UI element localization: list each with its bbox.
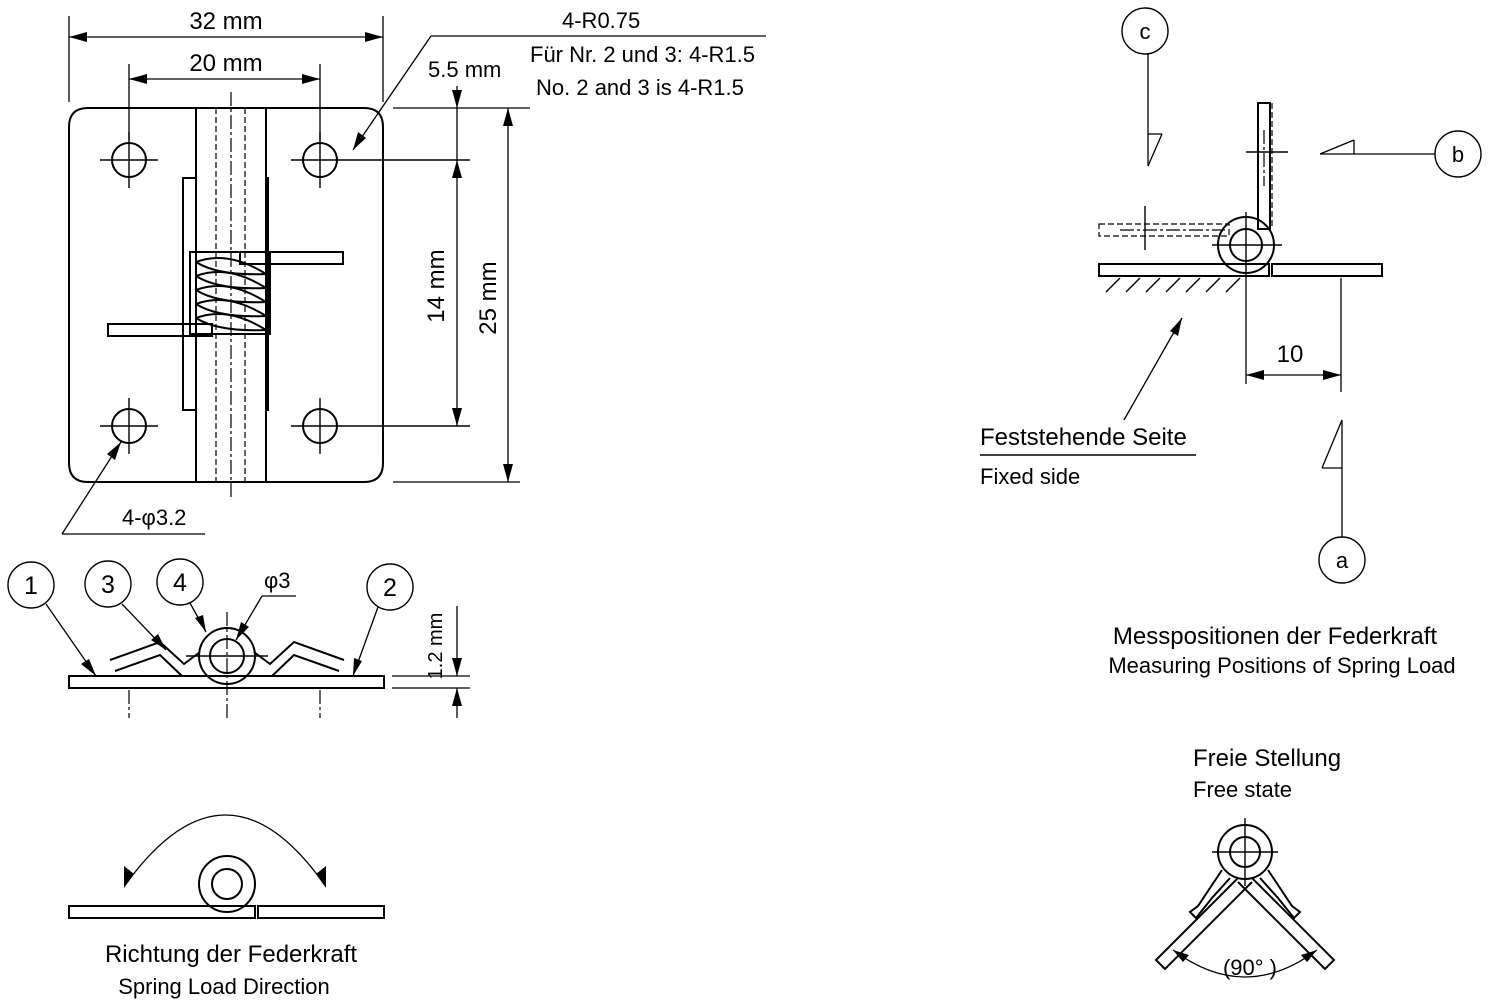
side-spring-left [109,640,201,677]
torsion-spring-coil [189,251,271,335]
direction-base-plate-right [257,905,385,919]
dimension-height: 25 mm [393,108,520,483]
hole-spacing-label: 20 mm [189,50,262,77]
fixed-side-de: Feststehende Seite [980,424,1187,451]
direction-knuckle-pin [211,868,243,900]
free-state-leaf-right [1237,877,1336,971]
measuring-base-plate-right [1271,263,1383,277]
callout-3: 3 [84,560,167,651]
label-a: a [1336,548,1349,573]
radius-note-line1: 4-R0.75 [562,8,640,33]
hole-note: 4-φ3.2 [61,441,205,535]
load-position-c: c [1121,7,1169,167]
measuring-title-en: Measuring Positions of Spring Load [1108,653,1455,678]
dimension-vertical-holes: 5.5 mm 14 mm [393,57,530,426]
callout-3-label: 3 [101,571,115,599]
free-state-title-de: Freie Stellung [1193,745,1341,772]
hinge-side-view: 1 3 4 2 φ3 [7,558,470,718]
measuring-title-de: Messpositionen der Federkraft [1113,623,1437,650]
direction-title-en: Spring Load Direction [118,974,330,999]
measuring-positions-view: 10 c b a Feststehende [980,7,1482,678]
width-label: 32 mm [189,8,262,35]
label-c: c [1140,19,1151,44]
direction-base-plate-left [68,905,256,919]
height-label: 25 mm [475,261,502,334]
measuring-arm-horizontal [1098,223,1230,237]
dimension-offset-10: 10 [1245,278,1342,392]
load-position-b: b [1319,130,1482,178]
dimension-width: 32 mm [68,8,384,102]
hinge-top-view: 32 mm 20 mm 4-R0.75 Für Nr. 2 und 3: 4-R… [61,8,766,535]
hinge-knuckle [195,107,267,483]
radius-note-line3: No. 2 and 3 is 4-R1.5 [536,75,744,100]
callout-2: 2 [352,563,414,677]
offset-label: 10 [1277,341,1304,368]
fixed-side-hatching [1099,275,1244,293]
free-state-title-en: Free state [1193,777,1292,802]
callout-4-label: 4 [173,569,187,597]
load-position-a: a [1318,419,1366,584]
callout-1-label: 1 [24,572,38,600]
side-spring-right [253,640,345,677]
fixed-side-en: Fixed side [980,464,1080,489]
fixed-side-note: Feststehende Seite Fixed side [980,317,1196,489]
radius-note: 4-R0.75 Für Nr. 2 und 3: 4-R1.5 No. 2 an… [352,8,766,151]
free-state-leaf-left [1154,877,1253,971]
callout-1: 1 [7,561,97,677]
measuring-arm-vertical [1257,102,1271,230]
spring-direction-view: Richtung der Federkraft Spring Load Dire… [68,814,385,999]
hinge-plate-outline [68,107,197,483]
spring-leg-upper [239,251,344,265]
hole-label: 4-φ3.2 [122,505,186,530]
label-b: b [1452,142,1464,167]
top-offset-label: 5.5 mm [428,57,501,82]
mounting-holes [100,132,470,454]
spring-leg-lower [107,323,213,337]
free-state-spring-left [1188,869,1231,920]
measuring-base-plate-left [1098,263,1270,277]
free-state-angle-label: (90° ) [1223,955,1277,980]
direction-knuckle-outer [198,855,256,913]
direction-title-de: Richtung der Federkraft [105,941,357,968]
callout-4: 4 [156,558,207,633]
pin-diameter-note: φ3 [235,568,296,641]
pin-diameter-label: φ3 [264,568,291,593]
radius-note-line2: Für Nr. 2 und 3: 4-R1.5 [530,42,755,67]
direction-arc [125,814,325,885]
vertical-hole-spacing-label: 14 mm [423,249,450,322]
free-state-view: Freie Stellung Free state (90° ) [1154,745,1341,980]
dimension-hole-spacing: 20 mm [128,50,321,140]
callout-2-label: 2 [383,574,397,602]
free-state-spring-right [1259,869,1302,920]
free-state-angle-arc [1172,949,1318,978]
dimension-thickness: 1.2 mm [392,606,470,718]
thickness-label: 1.2 mm [425,613,447,680]
